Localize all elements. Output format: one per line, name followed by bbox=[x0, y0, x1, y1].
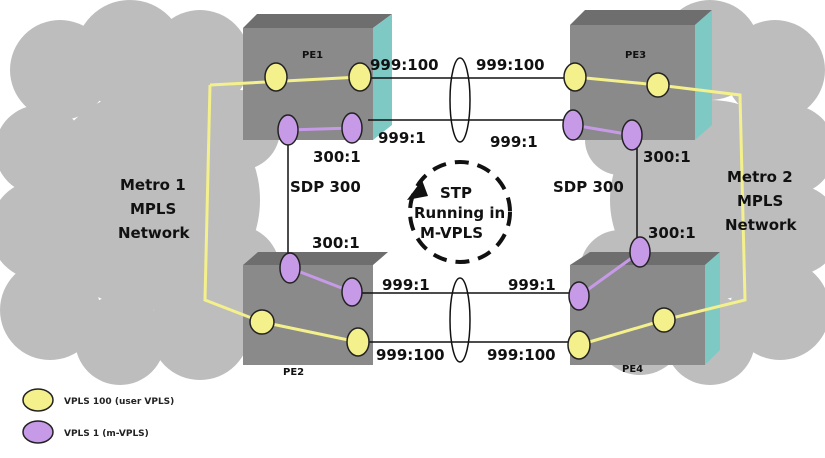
metro2-cloud-part bbox=[725, 20, 825, 120]
user-vpls-paths-part bbox=[261, 320, 359, 344]
metro1-line3: Network bbox=[118, 224, 190, 242]
pe1-label: PE1 bbox=[302, 50, 323, 61]
m-vpls-ports-part bbox=[568, 281, 590, 311]
pe3-label: PE3 bbox=[625, 50, 646, 61]
label-999-100-top-left: 999:100 bbox=[370, 56, 439, 74]
metro2-line2: MPLS bbox=[737, 192, 783, 210]
user-vpls-ports-part bbox=[646, 72, 670, 98]
legend-m-vpls-label: VPLS 1 (m-VPLS) bbox=[64, 429, 149, 439]
m-vpls-ports-part bbox=[341, 112, 363, 144]
router-pe4[interactable] bbox=[570, 252, 720, 365]
label-300-1-left-bottom: 300:1 bbox=[312, 234, 360, 252]
user-vpls-paths-part bbox=[574, 75, 747, 322]
metro2-cloud-part bbox=[610, 100, 810, 300]
metro2-line3: Network bbox=[725, 216, 797, 234]
pe2-label: PE2 bbox=[283, 367, 304, 378]
stp-line3: M-VPLS bbox=[420, 224, 483, 242]
link-bundle-top bbox=[449, 57, 471, 143]
router-pe1-part bbox=[373, 14, 392, 140]
metro2-line1: Metro 2 bbox=[727, 168, 793, 186]
label-999-1-top-right: 999:1 bbox=[490, 133, 538, 151]
user-vpls-ports-part bbox=[264, 62, 288, 92]
pe4-label: PE4 bbox=[622, 364, 643, 375]
router-pe3-part bbox=[570, 10, 712, 25]
router-pe3[interactable] bbox=[570, 10, 712, 140]
router-pe1-part bbox=[243, 14, 392, 28]
label-999-100-bottom-right: 999:100 bbox=[487, 346, 556, 364]
label-300-1-left-top: 300:1 bbox=[313, 148, 361, 166]
metro1-line1: Metro 1 bbox=[120, 176, 186, 194]
user-vpls-ports-part bbox=[652, 307, 676, 333]
user-vpls-paths-part bbox=[578, 318, 665, 347]
stp-arrow-icon bbox=[407, 180, 428, 200]
label-999-1-bottom-right: 999:1 bbox=[508, 276, 556, 294]
inter-pe-links bbox=[362, 77, 570, 343]
user-vpls-ports-part bbox=[249, 309, 275, 335]
legend-user-vpls-label: VPLS 100 (user VPLS) bbox=[64, 397, 174, 407]
metro1-cloud-part bbox=[75, 295, 165, 385]
stp-line2: Running in bbox=[414, 204, 505, 222]
user-vpls-ports bbox=[249, 62, 676, 360]
label-999-1-top-left: 999:1 bbox=[378, 129, 426, 147]
user-vpls-ports-part bbox=[563, 62, 587, 92]
router-pe3-part bbox=[695, 10, 712, 140]
legend-user-vpls-swatch bbox=[22, 388, 54, 412]
metro1-line2: MPLS bbox=[130, 200, 176, 218]
label-999-1-bottom-left: 999:1 bbox=[382, 276, 430, 294]
user-vpls-paths-part bbox=[203, 84, 263, 324]
m-vpls-ports-part bbox=[279, 252, 301, 284]
m-vpls-ports-part bbox=[277, 114, 299, 146]
m-vpls-ports bbox=[277, 109, 651, 311]
m-vpls-ports-part bbox=[562, 109, 584, 141]
metro1-cloud-part bbox=[0, 260, 100, 360]
m-vpls-ports-part bbox=[629, 236, 651, 268]
user-vpls-ports-part bbox=[348, 62, 372, 92]
router-pe2-part bbox=[243, 252, 388, 265]
label-999-100-bottom-left: 999:100 bbox=[376, 346, 445, 364]
m-vpls-ports-part bbox=[621, 119, 643, 151]
label-300-1-right-top: 300:1 bbox=[643, 148, 691, 166]
m-vpls-ports-part bbox=[341, 277, 363, 307]
stp-line1: STP bbox=[440, 184, 472, 202]
sdp-left-label: SDP 300 bbox=[290, 178, 361, 196]
m-vpls-paths-part bbox=[578, 250, 641, 298]
sdp-right-label: SDP 300 bbox=[553, 178, 624, 196]
legend-m-vpls-swatch bbox=[22, 420, 54, 444]
legend: VPLS 100 (user VPLS) VPLS 1 (m-VPLS) bbox=[22, 388, 174, 444]
link-bundle-bottom bbox=[449, 277, 471, 363]
user-vpls-ports-part bbox=[567, 330, 591, 360]
user-vpls-ports-part bbox=[346, 327, 370, 357]
label-999-100-top-right: 999:100 bbox=[476, 56, 545, 74]
stp-loop-icon bbox=[408, 160, 512, 264]
label-300-1-right-bottom: 300:1 bbox=[648, 224, 696, 242]
